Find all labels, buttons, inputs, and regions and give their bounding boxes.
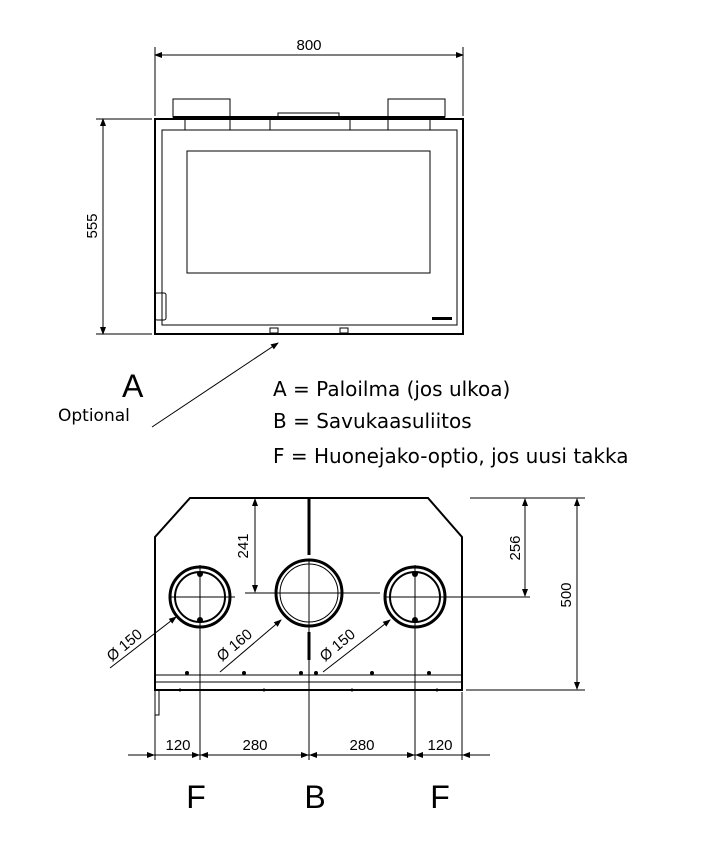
callout-a: A Optional bbox=[58, 342, 279, 428]
height-label: 555 bbox=[84, 213, 101, 238]
callout-letter: A bbox=[122, 368, 144, 404]
diameter-right: Ø 150 bbox=[317, 626, 359, 665]
port-label-left: F bbox=[186, 779, 206, 815]
spacing-2: 280 bbox=[242, 737, 267, 754]
port-label-center: B bbox=[304, 779, 325, 815]
glass-window bbox=[186, 150, 431, 274]
body-outline bbox=[154, 497, 463, 691]
callout-arrow bbox=[151, 342, 279, 428]
top-collar-right bbox=[387, 98, 446, 118]
legend-a: A = Paloilma (jos ulkoa) bbox=[273, 377, 510, 401]
front-view: 800 555 bbox=[84, 37, 464, 335]
width-label: 800 bbox=[296, 37, 321, 54]
legend-b: B = Savukaasuliitos bbox=[273, 409, 472, 433]
spacing-3: 280 bbox=[349, 737, 374, 754]
spacing-1: 120 bbox=[165, 737, 190, 754]
dim-256: 256 bbox=[507, 535, 524, 560]
top-view-ports: Ø 150 Ø 160 Ø 150 241 256 500 120 280 28… bbox=[104, 497, 585, 815]
spacing-4: 120 bbox=[427, 737, 452, 754]
legend: A = Paloilma (jos ulkoa) B = Savukaasuli… bbox=[273, 377, 629, 468]
legend-f: F = Huonejako-optio, jos uusi takka bbox=[273, 444, 629, 468]
fireplace-body bbox=[154, 118, 464, 335]
top-collar-left bbox=[172, 98, 231, 118]
dim-500: 500 bbox=[558, 582, 575, 607]
port-label-right: F bbox=[430, 779, 450, 815]
dim-241: 241 bbox=[235, 533, 252, 558]
callout-note: Optional bbox=[58, 406, 130, 426]
